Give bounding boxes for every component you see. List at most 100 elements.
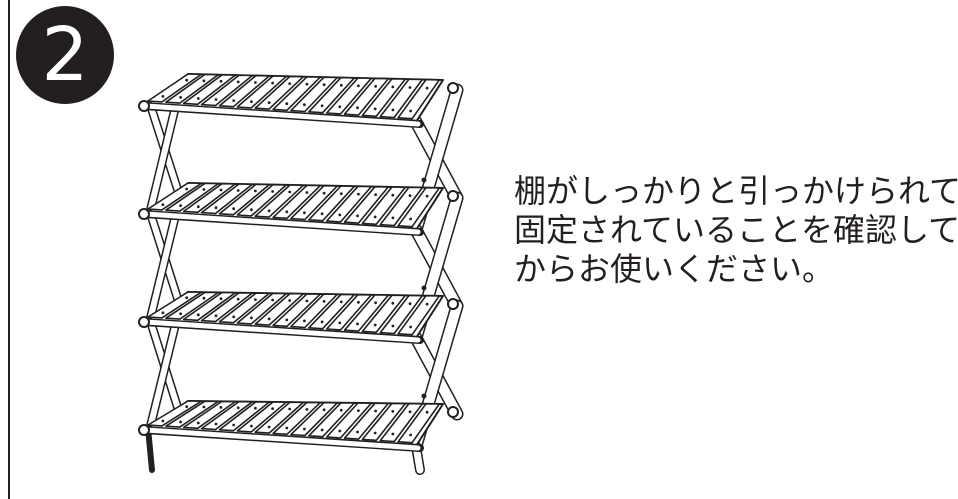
slat-screw [254, 406, 257, 410]
shelf-slat [343, 402, 390, 440]
slat-screw [267, 317, 271, 321]
shelf-front-rail-fill [143, 319, 421, 343]
slat-screw [305, 82, 309, 86]
slat-screw [356, 430, 359, 434]
shelf-slat [218, 74, 271, 108]
slat-screw [408, 302, 412, 306]
shelf-slat [272, 75, 322, 112]
shelf-slat [343, 185, 390, 224]
slat-screw [267, 101, 271, 104]
slat-screw [288, 407, 292, 411]
shelf-front-rail-fill [143, 103, 421, 127]
step-number: 2 [41, 12, 89, 98]
shelf-slat [254, 401, 305, 434]
slat-screw [322, 408, 326, 412]
shelf-slat [343, 294, 390, 332]
slat-screw [320, 104, 324, 108]
instruction-line-3: からお使いください。 [514, 250, 835, 288]
shelf-slat [397, 402, 441, 444]
slat-screw [202, 405, 206, 409]
slat-screw [236, 297, 240, 301]
slat-screw [373, 431, 377, 435]
slat-screw [425, 410, 429, 414]
shelf-slat [325, 185, 373, 223]
slat-screw [357, 192, 360, 196]
slat-screw [285, 102, 289, 106]
slat-screw [267, 209, 271, 213]
slat-screw [391, 432, 395, 436]
rail-end-cap [447, 82, 459, 94]
shelf-slat [254, 184, 305, 218]
rail-end-cap [138, 424, 150, 436]
instruction-line-1: 棚がしっかりと引っかけられて [514, 172, 958, 210]
foot-left [145, 425, 155, 473]
slat-screw [305, 408, 309, 411]
slat-screw [391, 301, 395, 305]
slat-screw [236, 406, 240, 410]
shelf-slat [254, 292, 305, 326]
slat-screw [196, 313, 200, 317]
shelf-slat [236, 292, 288, 325]
slat-screw [185, 296, 189, 300]
rail-end-cap [138, 208, 150, 220]
slat-screw [320, 212, 324, 216]
panel-border [8, 0, 10, 499]
shelf-slat [308, 76, 356, 114]
slat-screw [236, 189, 240, 192]
shelf-slat [290, 293, 339, 329]
shelf-slat [272, 184, 322, 220]
slat-screw [179, 204, 182, 208]
shelf-slat [397, 186, 441, 228]
slat-screw [391, 410, 395, 413]
shelf-slat [182, 73, 237, 106]
shelf-slat [182, 182, 237, 214]
slat-screw [232, 207, 236, 211]
slat-screw [409, 433, 412, 437]
slat-screw [409, 325, 412, 329]
slat-screw [320, 320, 324, 324]
shelf-slat [200, 400, 254, 431]
shelf-slat [182, 400, 237, 430]
shelf-slat [236, 183, 288, 217]
slat-screw [271, 190, 274, 193]
shelf-slat [200, 292, 254, 323]
slat-screw [271, 298, 274, 302]
slat-screw [219, 188, 223, 192]
slat-screw [232, 315, 236, 319]
slat-screw [179, 96, 182, 99]
hinge-dot [421, 285, 427, 291]
slat-screw [271, 81, 274, 85]
slat-screw [161, 95, 165, 98]
slat-screw [356, 106, 359, 110]
slat-screw [425, 194, 429, 198]
slat-screw [303, 319, 306, 323]
slat-screw [179, 312, 182, 316]
shelf-slat [379, 78, 424, 119]
slat-screw [391, 85, 395, 89]
shelf-slat [325, 402, 373, 439]
slat-screw [425, 86, 429, 90]
slat-screw [179, 420, 182, 424]
slat-screw [254, 81, 257, 84]
shelf-slat [308, 401, 356, 438]
slat-screw [271, 407, 274, 410]
shelf-slat [200, 183, 254, 215]
slat-screw [339, 83, 343, 87]
shelf-slat [200, 74, 254, 107]
shelf-slat [254, 75, 305, 110]
slat-screw [425, 302, 429, 306]
shelf-slat [147, 400, 203, 427]
shelf-slat [379, 186, 424, 227]
slat-screw [374, 301, 377, 305]
slat-screw [288, 299, 292, 302]
shelf-slat [147, 182, 203, 211]
slat-screw [374, 409, 377, 413]
slat-screw [356, 214, 359, 218]
slat-screw [391, 324, 395, 328]
shelf-slat [325, 77, 373, 115]
folding-shelf-illustration [138, 73, 464, 475]
shelf-slat [147, 73, 203, 103]
slat-screw [303, 103, 306, 107]
slat-screw [305, 191, 309, 194]
slat-screw [161, 203, 165, 207]
